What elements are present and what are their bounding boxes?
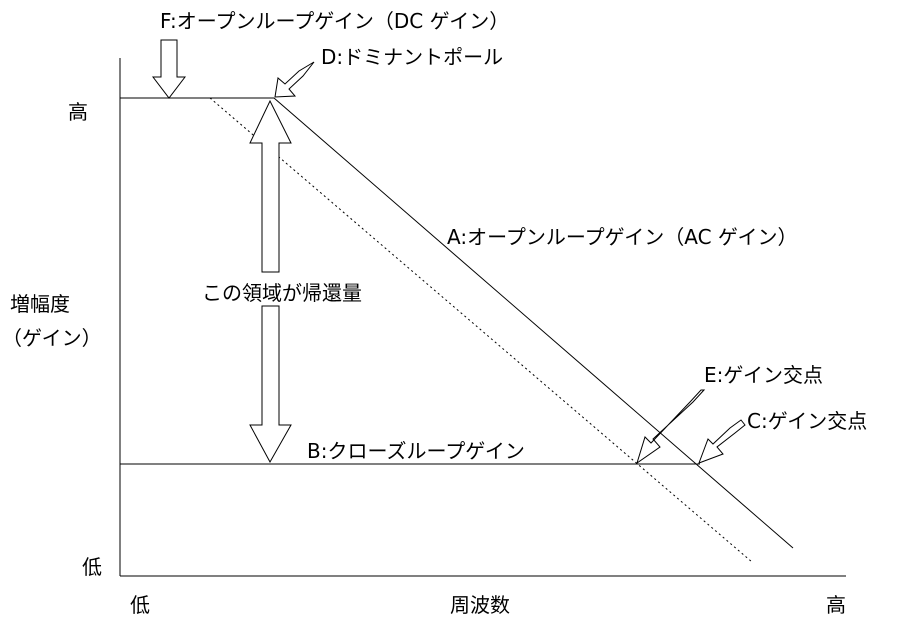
label-feedback: この領域が帰還量 bbox=[202, 281, 362, 305]
feedback-arrow-down bbox=[249, 305, 292, 464]
label-e: E:ゲイン交点 bbox=[704, 363, 823, 387]
y-axis-title-line1: 増幅度 bbox=[10, 292, 70, 316]
ac-gain-slope bbox=[273, 97, 794, 549]
f-arrow bbox=[151, 39, 187, 99]
label-f: F:オープンループゲイン（DC ゲイン） bbox=[160, 9, 509, 33]
x-low-label: 低 bbox=[130, 593, 150, 617]
y-low-label: 低 bbox=[82, 555, 102, 579]
feedback-arrow-up bbox=[249, 99, 292, 273]
x-axis-title: 周波数 bbox=[450, 593, 510, 617]
label-a: A:オープンループゲイン（AC ゲイン） bbox=[447, 225, 798, 249]
y-high-label: 高 bbox=[68, 100, 88, 124]
label-b: B:クローズループゲイン bbox=[307, 439, 525, 463]
label-d: D:ドミナントポール bbox=[321, 45, 503, 69]
x-high-label: 高 bbox=[826, 593, 846, 617]
y-axis-title-line2: （ゲイン） bbox=[2, 326, 102, 350]
e-arrow bbox=[636, 389, 706, 465]
c-arrow bbox=[698, 419, 746, 464]
d-arrow bbox=[274, 61, 315, 98]
label-c: C:ゲイン交点 bbox=[747, 409, 867, 433]
dotted-slope bbox=[209, 97, 753, 563]
